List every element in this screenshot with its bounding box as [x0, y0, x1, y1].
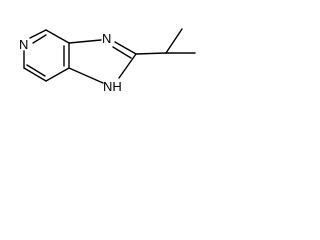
atom-label-pyridine-n: N: [19, 37, 28, 52]
bond-c7a-c7-double: [26, 64, 46, 77]
atom-label-imidazole-nh: NH: [103, 79, 122, 94]
bond-c5-c4: [45, 29, 70, 44]
bond-c7a-c7: [23, 67, 47, 82]
bond-n-c5-double: [32, 34, 47, 44]
atom-label-imidazole-n3: N: [102, 31, 111, 46]
chemical-structure-diagram: N N NH: [19, 28, 196, 94]
bond-n1-c3a: [68, 67, 104, 84]
bond-n-c5: [29, 29, 47, 39]
bond-n3-c2: [114, 41, 137, 55]
bond-c3a-c7a: [45, 67, 70, 82]
bond-n3-c2-double: [112, 46, 132, 59]
bond-c4-n3: [68, 39, 102, 44]
bond-ch-ch3-upper: [165, 28, 183, 54]
bond-c2-ch: [135, 52, 167, 55]
bond-c2-n1: [118, 53, 137, 79]
